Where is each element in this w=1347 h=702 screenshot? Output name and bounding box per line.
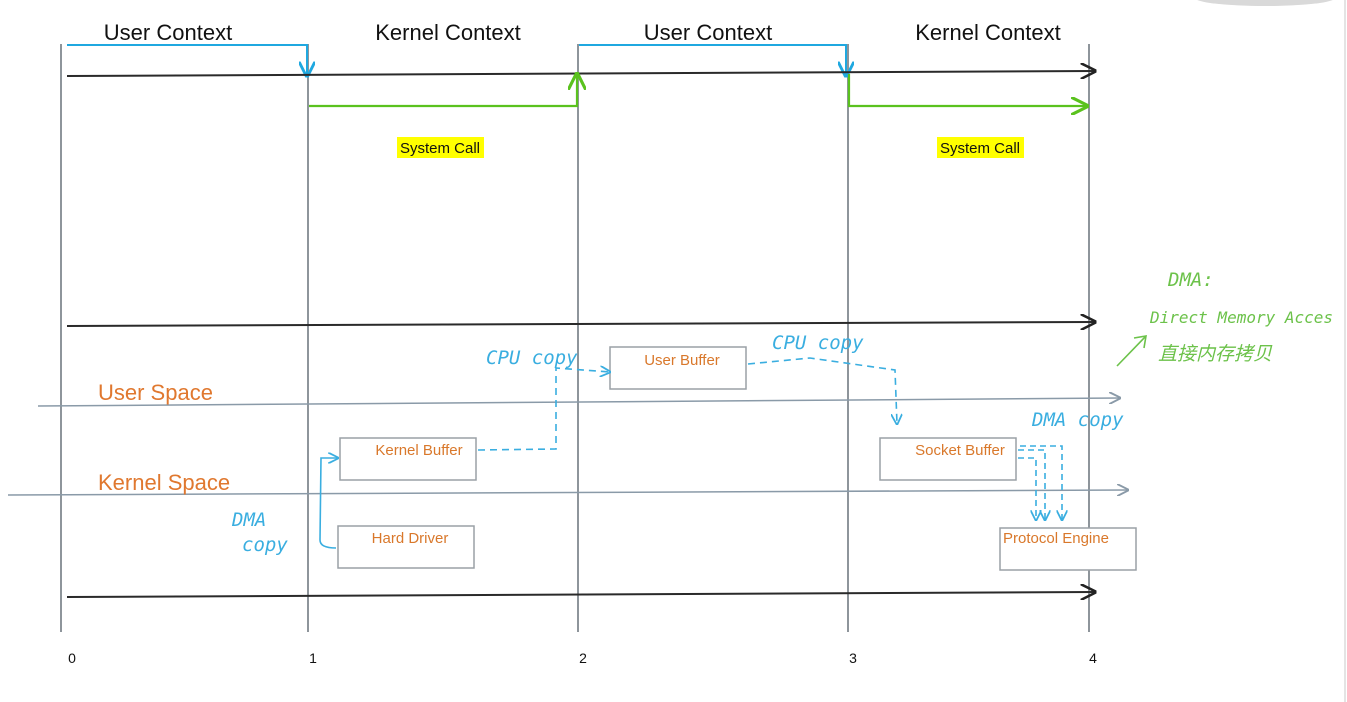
- dma-copy-annotation-2: DMA copy: [1031, 409, 1124, 431]
- dma-copy-annotation-1a: DMA: [231, 509, 266, 531]
- dma-copy-flow-2c: [1020, 445, 1062, 520]
- vertical-lines: [60, 44, 1090, 632]
- tick-label-2: 2: [579, 650, 587, 666]
- hard-driver-box: Hard Driver: [337, 525, 475, 569]
- system-call-highlight-2: [937, 137, 1024, 158]
- protocol-engine-box: Protocol Engine: [999, 527, 1137, 571]
- socket-buffer-box: Socket Buffer: [879, 437, 1017, 481]
- dma-copy-flow-1: [319, 458, 338, 549]
- hard-driver-label: Hard Driver: [372, 530, 449, 547]
- corner-smudge: [1197, 0, 1333, 6]
- kernel-buffer-label: Kernel Buffer: [375, 442, 462, 459]
- timeline-bottom: [66, 592, 1095, 597]
- dma-copy-annotation-1b: copy: [242, 534, 288, 556]
- cpu-copy-flow-2: [747, 357, 897, 424]
- dma-full-annotation: Direct Memory Acces: [1149, 308, 1333, 327]
- cpu-copy-flow-1: [477, 368, 610, 451]
- dma-copy-flow-2b: [1018, 457, 1036, 520]
- user-buffer-box: User Buffer: [609, 346, 747, 390]
- timeline-top: [66, 71, 1095, 76]
- dma-pointer-arrow: [1116, 335, 1147, 367]
- cpu-copy-annotation-2: CPU copy: [772, 332, 864, 354]
- user-space-label: User Space: [98, 380, 213, 405]
- tick-label-3: 3: [849, 650, 857, 666]
- timeline-middle: [66, 322, 1095, 326]
- dma-title-annotation: DMA:: [1167, 269, 1214, 291]
- tick-label-4: 4: [1089, 650, 1097, 666]
- kernel-buffer-box: Kernel Buffer: [339, 437, 477, 481]
- system-call-flow-2: [847, 74, 1087, 106]
- system-call-label-2: System Call: [940, 140, 1020, 157]
- tick-label-1: 1: [309, 650, 317, 666]
- dma-chinese-annotation: 直接内存拷贝: [1158, 343, 1273, 365]
- protocol-engine-label: Protocol Engine: [1003, 530, 1109, 547]
- cpu-copy-annotation-1: CPU copy: [486, 347, 578, 369]
- user-context-flow-1: [67, 44, 307, 76]
- user-buffer-label: User Buffer: [644, 352, 720, 369]
- kernel-space-label: Kernel Space: [98, 470, 230, 495]
- user-context-flow-2: [579, 44, 846, 76]
- system-call-flow-1: [309, 74, 577, 108]
- system-call-label-1: System Call: [400, 140, 480, 157]
- context-label-3: Kernel Context: [915, 20, 1061, 45]
- system-call-highlight-1: [397, 137, 484, 158]
- context-label-1: Kernel Context: [375, 20, 521, 45]
- user-space-line: [37, 398, 1120, 407]
- socket-buffer-label: Socket Buffer: [915, 442, 1005, 459]
- kernel-space-line: [7, 490, 1128, 495]
- dma-copy-flow-2a: [1018, 449, 1045, 520]
- context-label-0: User Context: [104, 20, 232, 45]
- context-label-2: User Context: [644, 20, 772, 45]
- tick-label-0: 0: [68, 650, 76, 666]
